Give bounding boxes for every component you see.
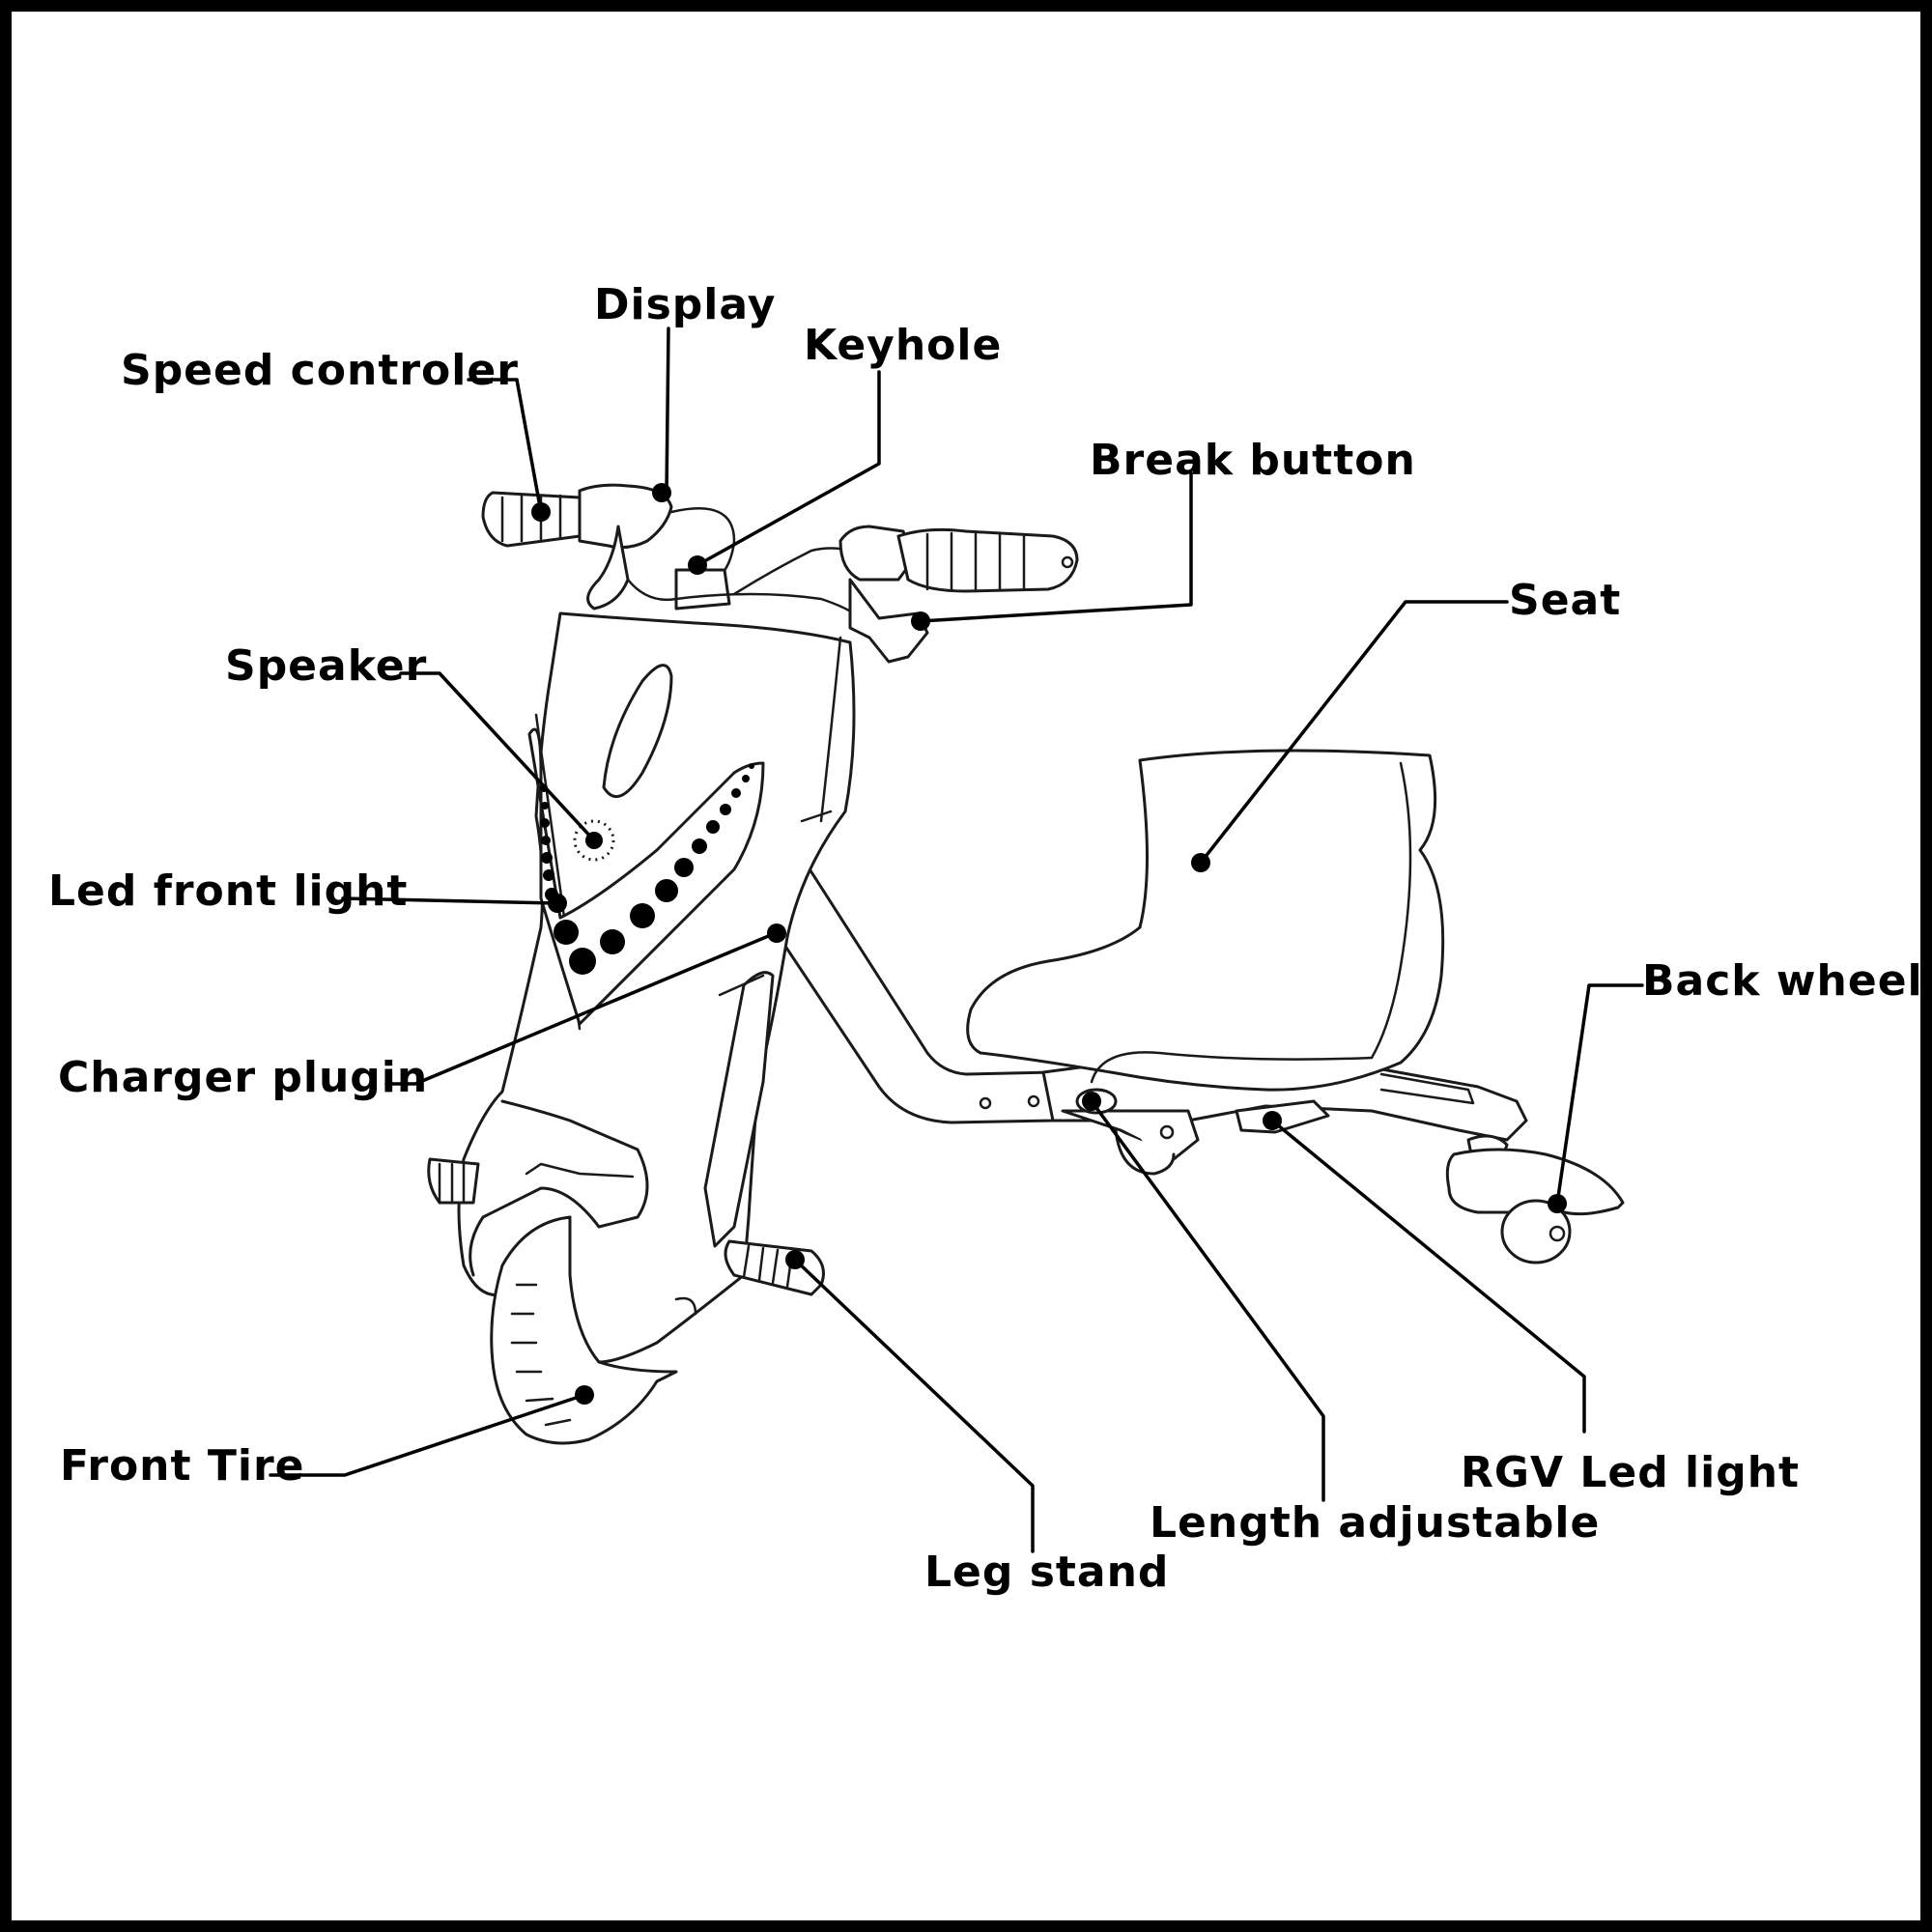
callout-labels: Speed controler Display Keyhole Break bu… [48, 280, 1923, 1597]
leader-led-front-light [341, 896, 557, 905]
label-speed-controler: Speed controler [121, 346, 519, 395]
label-keyhole: Keyhole [804, 321, 1002, 370]
label-leg-stand: Leg stand [924, 1548, 1169, 1597]
leader-speed-controler [467, 378, 543, 514]
left-foot-peg [427, 1157, 480, 1205]
right-foot-peg [724, 1239, 825, 1296]
rear-frame [781, 863, 1528, 1176]
handlebar [481, 483, 1079, 664]
dot-display [652, 483, 671, 502]
dot-led-front-light [548, 894, 567, 913]
dot-seat [1191, 853, 1210, 872]
label-break-button: Break button [1090, 436, 1416, 485]
leader-rgv-led-light [1270, 1119, 1586, 1434]
leader-length-adjustable [1090, 1099, 1325, 1502]
label-charger-plugin: Charger plugin [58, 1053, 428, 1102]
label-rgv-led-light: RGV Led light [1461, 1448, 1800, 1497]
callout-leaders [269, 327, 1644, 1553]
leader-charger-plugin [384, 930, 780, 1086]
dot-speed-controler [531, 502, 551, 522]
rgv-led-fixture [1235, 1099, 1330, 1134]
label-length-adjustable: Length adjustable [1150, 1498, 1600, 1548]
leader-back-wheel [1555, 983, 1644, 1206]
dot-speaker [585, 832, 603, 849]
label-led-front-light: Led front light [48, 867, 408, 916]
leader-leg-stand [793, 1258, 1035, 1553]
front-tire-shape [490, 1215, 678, 1445]
leader-seat [1199, 600, 1509, 865]
dot-front-tire [575, 1385, 594, 1405]
label-seat: Seat [1509, 576, 1621, 625]
dot-back-wheel [1548, 1194, 1567, 1213]
callout-dots [531, 483, 1567, 1405]
label-front-tire: Front Tire [60, 1441, 304, 1491]
leader-display [665, 327, 670, 495]
speaker-grille [573, 819, 615, 862]
label-speaker: Speaker [225, 641, 427, 691]
leader-keyhole [696, 370, 881, 567]
dot-rgv-led-light [1263, 1111, 1282, 1130]
leader-break-button [919, 471, 1193, 623]
drift-trike-illustration [427, 483, 1625, 1445]
seat-shape [966, 749, 1445, 1092]
leader-speaker [399, 671, 596, 842]
dot-charger-plugin [767, 923, 786, 943]
back-wheel-assembly [1445, 1134, 1625, 1264]
led-front-light-dots [540, 763, 754, 975]
leader-front-tire [269, 1393, 586, 1477]
dot-keyhole [688, 555, 707, 575]
dot-length-adjustable [1082, 1092, 1101, 1111]
label-back-wheel: Back wheel [1642, 956, 1923, 1006]
label-display: Display [594, 280, 776, 329]
dot-leg-stand [785, 1250, 805, 1269]
dot-break-button [911, 611, 930, 631]
